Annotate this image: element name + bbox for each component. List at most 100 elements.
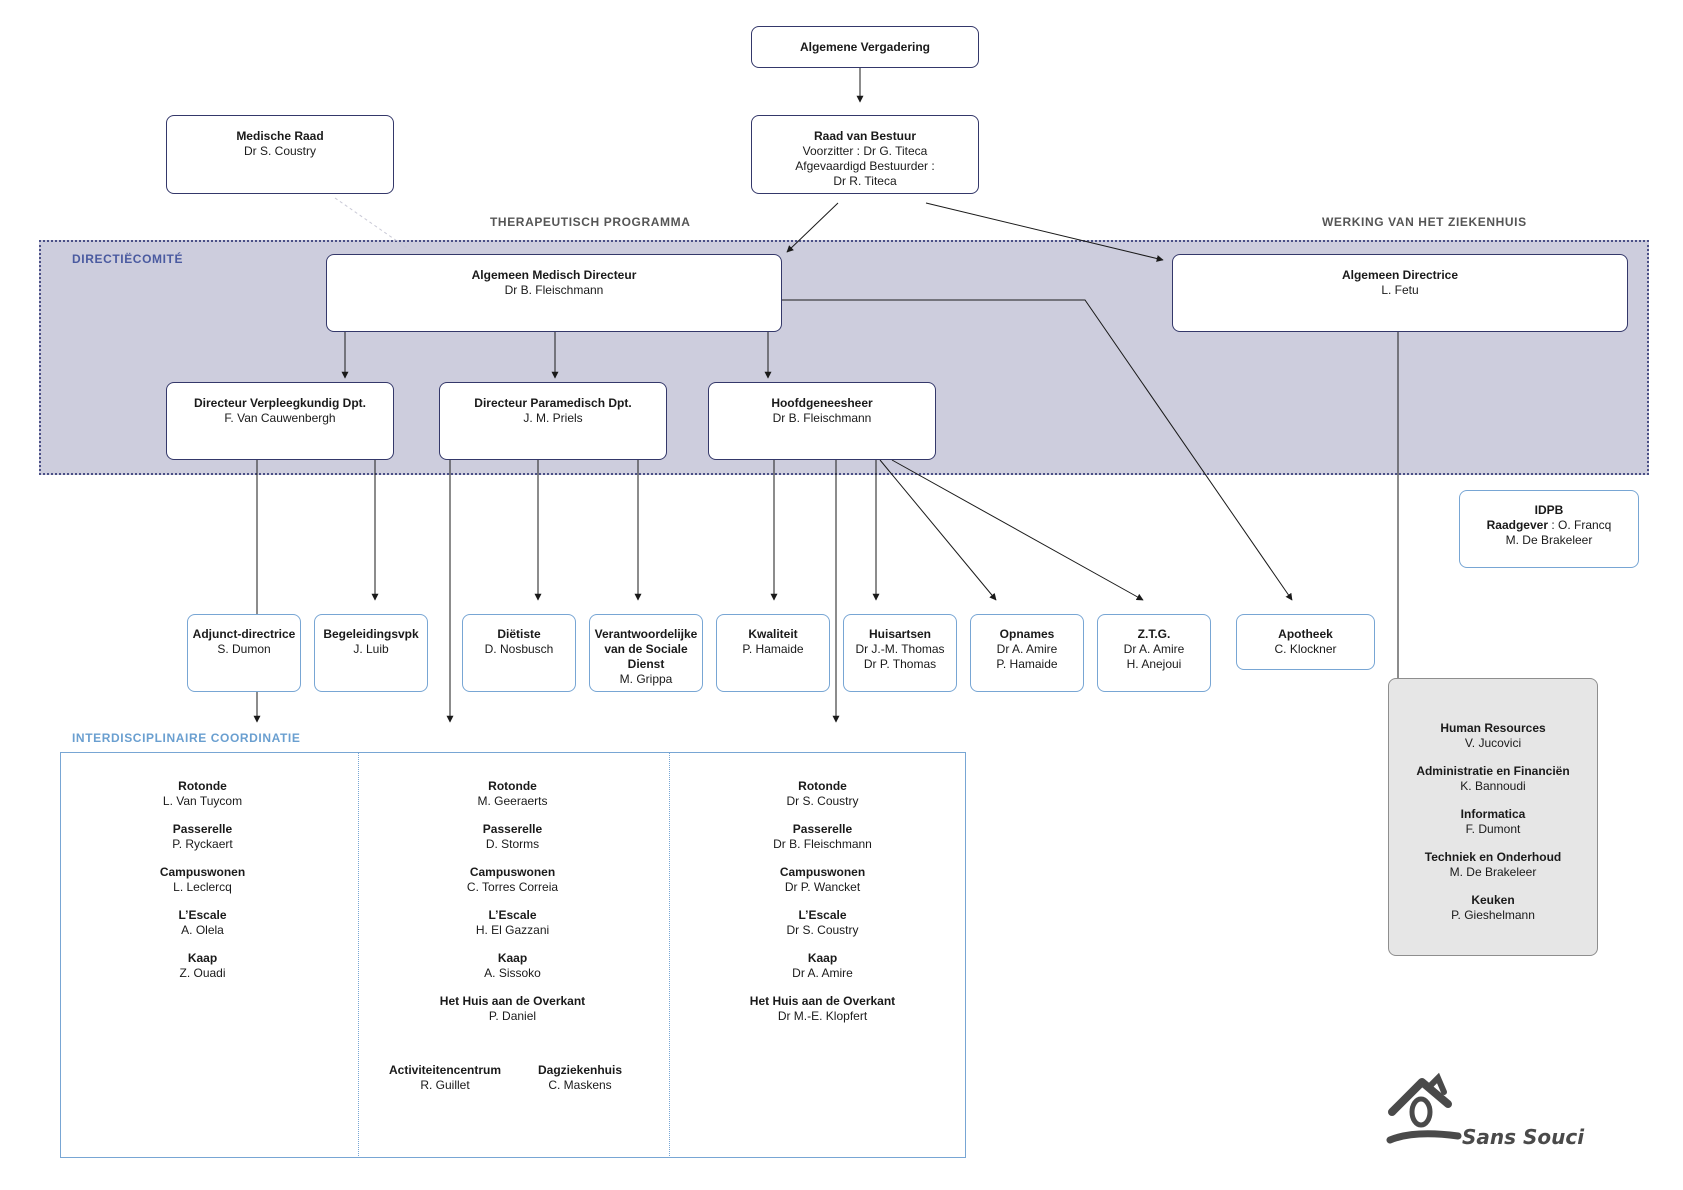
unit-name: P. Daniel	[488, 1009, 537, 1023]
service-box-kwaliteit: Kwaliteit P. Hamaide	[716, 614, 830, 692]
unit-title: Passerelle	[482, 822, 543, 836]
directrice-name: L. Fetu	[1381, 283, 1419, 297]
service-title: Huisartsen	[868, 627, 932, 641]
unit-title: Kaap	[807, 951, 838, 965]
unit-title: Dagziekenhuis	[537, 1063, 623, 1077]
unit-name: Dr A. Amire	[792, 966, 853, 980]
ops-name: V. Jucovici	[1464, 736, 1522, 750]
unit-name: C. Maskens	[548, 1078, 612, 1092]
ops-title: Administratie en Financiën	[1416, 764, 1570, 778]
medische-raad-name: Dr S. Coustry	[243, 144, 316, 158]
unit-name: Dr S. Coustry	[786, 923, 859, 937]
service-name: Dr A. Amire	[996, 642, 1058, 656]
unit-name: Z. Ouadi	[179, 966, 226, 980]
unit-name: L. Van Tuycom	[162, 794, 243, 808]
unit-name: L. Leclercq	[173, 880, 232, 894]
unit-name: P. Ryckaert	[172, 837, 233, 851]
service-box-opnames: Opnames Dr A. Amire P. Hamaide	[970, 614, 1084, 692]
unit-title: Het Huis aan de Overkant	[439, 994, 586, 1008]
raad-line1: Voorzitter : Dr G. Titeca	[802, 144, 928, 158]
box-directeur-paramedisch: Directeur Paramedisch Dpt. J. M. Priels	[439, 382, 667, 460]
unit-title: Kaap	[187, 951, 218, 965]
arrow-medisch-apotheek	[782, 299, 1293, 601]
dashed-medische-raad-link	[334, 197, 411, 251]
box-hoofdgeneesheer: Hoofdgeneesheer Dr B. Fleischmann	[708, 382, 936, 460]
unit-name: Dr S. Coustry	[786, 794, 859, 808]
unit-name: Dr P. Wancket	[784, 880, 861, 894]
ops-title: Human Resources	[1440, 721, 1546, 735]
unit-title: Campuswonen	[469, 865, 556, 879]
service-name: Dr A. Amire	[1123, 642, 1185, 656]
service-title: Begeleidingsvpk	[323, 627, 419, 641]
label-interdisciplinair: INTERDISCIPLINAIRE COORDINATIE	[72, 731, 301, 745]
box-directeur-verpleegkundig: Directeur Verpleegkundig Dpt. F. Van Cau…	[166, 382, 394, 460]
idpb-raadgever-label: Raadgever	[1486, 518, 1548, 532]
unit-title: L’Escale	[798, 908, 847, 922]
coordination-divider	[669, 752, 670, 1158]
service-title: Opnames	[999, 627, 1055, 641]
unit-title: L’Escale	[488, 908, 537, 922]
unit-title: Rotonde	[798, 779, 847, 793]
label-therapeutisch: THERAPEUTISCH PROGRAMMA	[490, 215, 691, 229]
unit-title: Rotonde	[178, 779, 227, 793]
service-name: D. Nosbusch	[484, 642, 554, 656]
service-name: Dr J.-M. Thomas	[855, 642, 945, 656]
arrow-hoofd-opnames	[879, 459, 997, 601]
label-werking: WERKING VAN HET ZIEKENHUIS	[1322, 215, 1527, 229]
service-name: H. Anejoui	[1126, 657, 1182, 671]
service-title: Verantwoordelijke van de Sociale Dienst	[594, 627, 698, 671]
service-title: Diëtiste	[497, 627, 541, 641]
raad-line3: Dr R. Titeca	[833, 174, 897, 188]
unit-title: Passerelle	[792, 822, 853, 836]
medische-raad-title: Medische Raad	[236, 129, 324, 143]
algemene-vergadering-title: Algemene Vergadering	[799, 40, 931, 54]
raad-line2: Afgevaardigd Bestuurder :	[795, 159, 935, 173]
raad-title: Raad van Bestuur	[813, 129, 917, 143]
unit-title: Campuswonen	[159, 865, 246, 879]
unit-name: Dr B. Fleischmann	[773, 837, 872, 851]
box-algemeen-medisch-directeur: Algemeen Medisch Directeur Dr B. Fleisch…	[326, 254, 782, 332]
unit-title: L’Escale	[178, 908, 227, 922]
unit-title: Passerelle	[172, 822, 233, 836]
ops-title: Keuken	[1471, 893, 1515, 907]
service-box-adjunct-directrice: Adjunct-directrice S. Dumon	[187, 614, 301, 692]
service-name: Dr P. Thomas	[863, 657, 937, 671]
unit-name: C. Torres Correia	[466, 880, 559, 894]
ops-name: P. Gieshelmann	[1451, 908, 1535, 922]
unit-title: Kaap	[497, 951, 528, 965]
service-box-apotheek: Apotheek C. Klockner	[1236, 614, 1375, 670]
box-medische-raad: Medische Raad Dr S. Coustry	[166, 115, 394, 194]
box-algemene-vergadering: Algemene Vergadering	[751, 26, 979, 68]
service-title: Adjunct-directrice	[192, 627, 296, 641]
verpleeg-name: F. Van Cauwenbergh	[224, 411, 336, 425]
hoofd-title: Hoofdgeneesheer	[771, 396, 873, 410]
arrow-hoofd-ztg	[891, 459, 1144, 601]
service-name: P. Hamaide	[742, 642, 804, 656]
ops-title: Techniek en Onderhoud	[1424, 850, 1562, 864]
arrow-raad-medisch	[786, 202, 839, 253]
unit-name: Dr M.-E. Klopfert	[777, 1009, 868, 1023]
arrow-raad-directrice	[925, 202, 1164, 262]
paramedisch-name: J. M. Priels	[523, 411, 583, 425]
house-logo-icon	[1386, 1072, 1462, 1144]
idpb-raadgever-name: : O. Francq	[1548, 518, 1612, 532]
unit-name: D. Storms	[485, 837, 540, 851]
service-box-sociale-dienst: Verantwoordelijke van de Sociale Dienst …	[589, 614, 703, 692]
service-title: Kwaliteit	[748, 627, 798, 641]
service-box-huisartsen: Huisartsen Dr J.-M. Thomas Dr P. Thomas	[843, 614, 957, 692]
